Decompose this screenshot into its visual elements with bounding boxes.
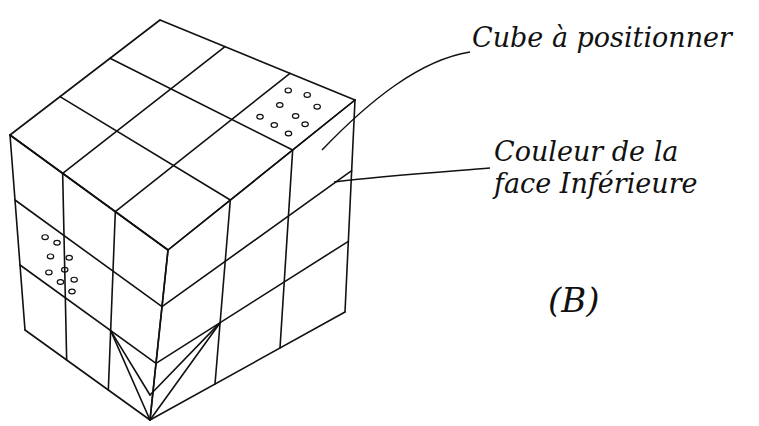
cube-edge [115,73,290,211]
cube-edge [10,20,160,135]
leader-line [334,168,490,182]
cube-edge [20,265,156,363]
cube-edge [345,100,355,312]
cube-edge [25,330,150,420]
cube-edge [63,47,225,174]
cube-edge [150,312,345,420]
color-dots [271,123,277,128]
cube-edge [168,100,355,250]
cube-edge [280,150,293,348]
color-dots [42,235,48,240]
color-dots [47,254,53,259]
leader-line [322,52,470,150]
color-dots [54,240,60,245]
cube-edge [108,212,115,390]
color-dots [302,122,308,127]
cube-edge [15,200,162,307]
cube-edge [111,331,150,395]
callout-label: Cube à positionner [472,22,752,54]
cube-edge [150,323,220,420]
color-dots [292,114,298,119]
cube-edge [156,241,348,363]
cube-edge [160,20,355,100]
cube-edge [215,200,230,384]
color-dots [62,267,68,272]
cube-edge [110,58,293,150]
color-dots [57,280,63,285]
color-dots [257,114,263,119]
cube-edge [150,250,168,420]
color-dots [314,104,320,109]
cube-edge [63,173,67,360]
cube-edge [162,171,352,307]
figure-label: (B) [548,280,668,321]
color-dots [46,270,52,275]
color-dots [285,88,291,93]
color-dots [66,255,72,260]
color-dots [277,103,283,108]
cube-edge [60,97,230,200]
color-dots [304,93,310,98]
color-dots [69,289,75,294]
cube-edge [10,135,168,250]
color-dots [71,277,77,282]
cube-edge [168,100,355,250]
cube-edge [150,250,168,420]
color-dots [285,131,291,136]
cube-edge [10,135,25,330]
callout-label: Couleur de la face Inférieure [494,136,744,201]
cube-edge [111,331,150,420]
cube-edge [150,323,220,395]
